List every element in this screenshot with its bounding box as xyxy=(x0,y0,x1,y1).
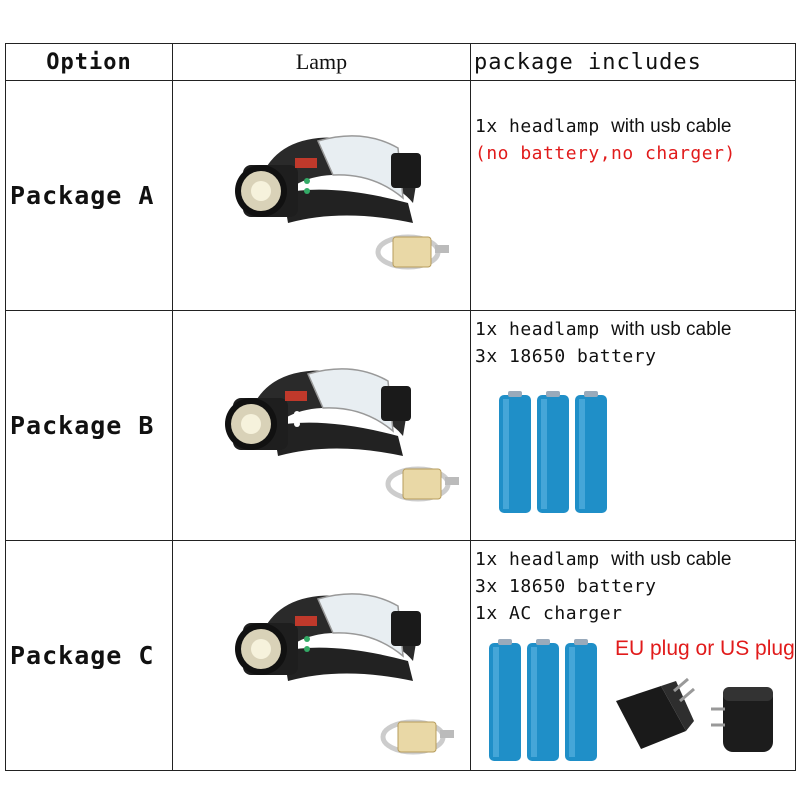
item: AC charger xyxy=(509,603,623,624)
item: headlamp xyxy=(509,116,600,137)
qty: 1x xyxy=(475,319,498,340)
usb-cable-icon xyxy=(380,719,454,755)
package-a-label: Package A xyxy=(5,80,173,311)
package-c-line-2: 3x 18650 battery xyxy=(475,576,656,597)
package-table: Option Lamp package includes Package A xyxy=(5,43,796,771)
headlamp-icon xyxy=(235,593,421,681)
headlamp-icon xyxy=(235,135,421,223)
package-b-label: Package B xyxy=(5,310,173,541)
header-row: Option Lamp package includes xyxy=(5,43,796,81)
package-b-lamp-cell xyxy=(172,310,471,541)
item: headlamp xyxy=(509,549,600,570)
item-extra: with usb cable xyxy=(611,549,732,570)
item: headlamp xyxy=(509,319,600,340)
header-option: Option xyxy=(5,43,173,81)
item-extra: with usb cable xyxy=(611,319,732,340)
qty: 1x xyxy=(475,116,498,137)
usb-cable-icon xyxy=(385,466,459,502)
qty: 3x xyxy=(475,346,498,367)
package-a-lamp-cell xyxy=(172,80,471,311)
package-row-a: Package A xyxy=(5,80,796,311)
package-b-line-1: 1x headlamp with usb cable xyxy=(475,319,731,341)
plug-note: EU plug or US plug xyxy=(615,637,795,660)
package-b-includes: 1x headlamp with usb cable 3x 18650 batt… xyxy=(470,310,796,541)
package-c-includes: 1x headlamp with usb cable 3x 18650 batt… xyxy=(470,540,796,771)
qty: 1x xyxy=(475,603,498,624)
us-plug-charger-icon xyxy=(711,687,773,752)
package-c-lamp-cell xyxy=(172,540,471,771)
package-row-b: Package B 1x xyxy=(5,310,796,541)
usb-cable-icon xyxy=(375,234,449,270)
package-b-line-2: 3x 18650 battery xyxy=(475,346,656,367)
item-extra: with usb cable xyxy=(611,116,732,137)
header-includes: package includes xyxy=(470,43,796,81)
qty: 1x xyxy=(475,549,498,570)
package-c-line-3: 1x AC charger xyxy=(475,603,622,624)
package-c-line-1: 1x headlamp with usb cable xyxy=(475,549,731,571)
package-a-includes: 1x headlamp with usb cable (no battery,n… xyxy=(470,80,796,311)
package-c-label: Package C xyxy=(5,540,173,771)
package-a-note: (no battery,no charger) xyxy=(475,143,736,164)
battery-icon xyxy=(489,639,597,761)
item: 18650 battery xyxy=(509,346,657,367)
battery-icon xyxy=(499,391,607,513)
qty: 3x xyxy=(475,576,498,597)
package-a-line-1: 1x headlamp with usb cable xyxy=(475,116,731,138)
package-row-c: Package C 1x xyxy=(5,540,796,771)
item: 18650 battery xyxy=(509,576,657,597)
headlamp-icon xyxy=(225,368,411,456)
header-lamp: Lamp xyxy=(172,43,471,81)
eu-plug-charger-icon xyxy=(616,677,695,749)
